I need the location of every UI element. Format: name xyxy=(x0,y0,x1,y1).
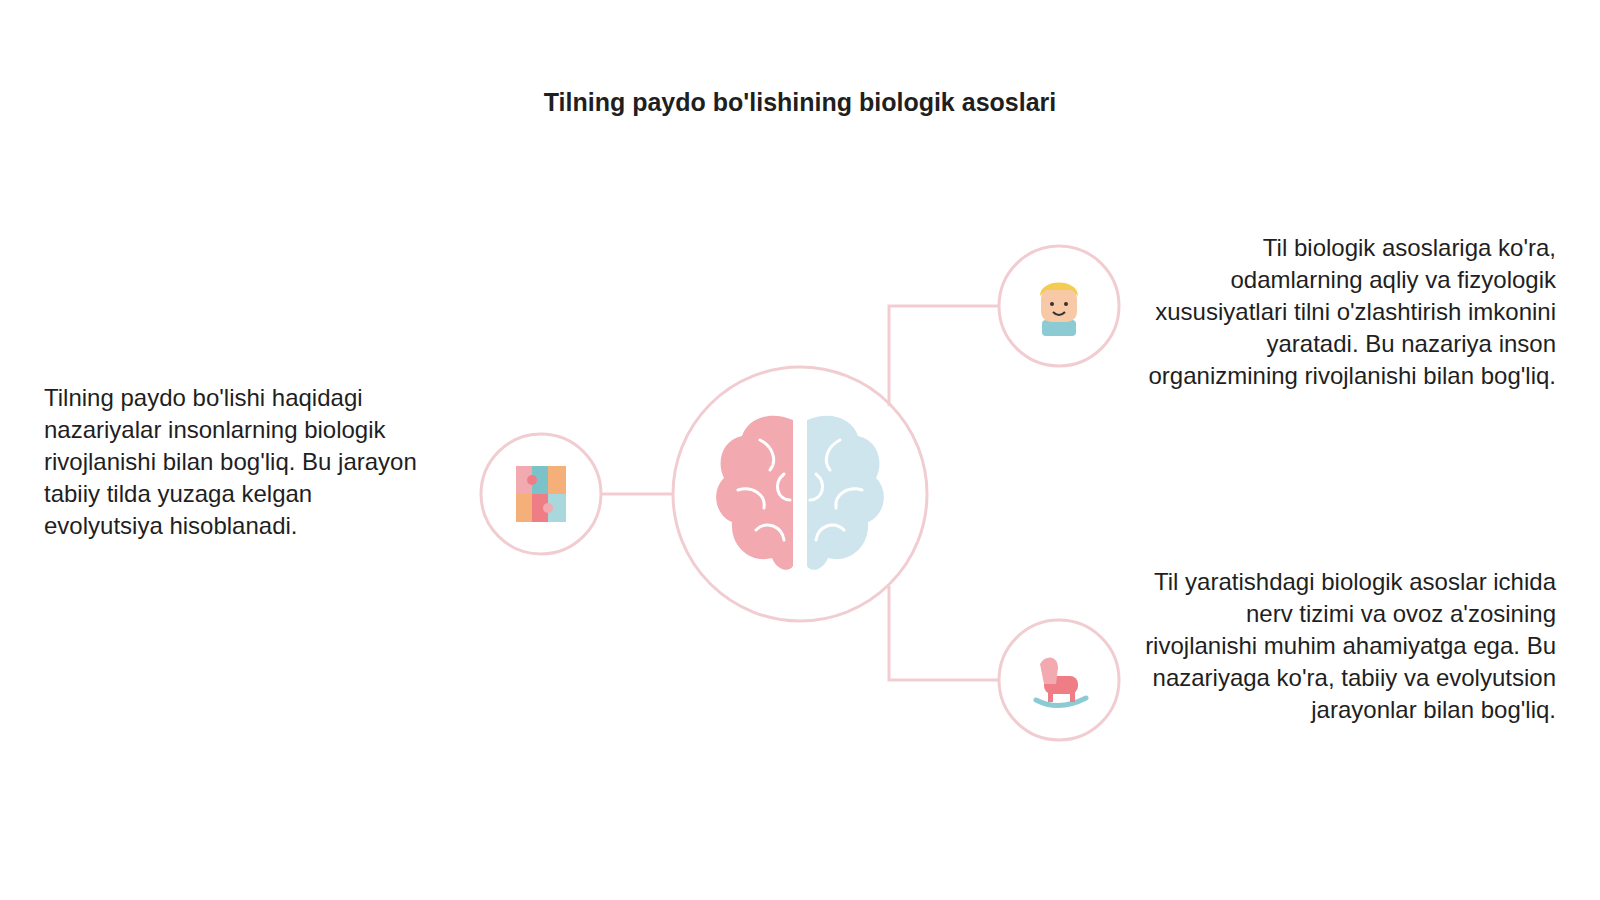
brain-icon xyxy=(716,416,884,570)
description-text: Til yaratishdagi biologik asoslar ichida… xyxy=(1130,566,1556,726)
leader-line xyxy=(889,586,999,680)
icon-circle xyxy=(999,620,1119,740)
description-text: Tilning paydo bo'lishi haqidagi nazariya… xyxy=(44,382,424,542)
description-text: Til biologik asoslariga ko'ra, odamlarni… xyxy=(1130,232,1556,392)
diagram-title: Tilning paydo bo'lishining biologik asos… xyxy=(200,88,1400,117)
puzzle-icon xyxy=(516,466,566,522)
icon-circle xyxy=(999,246,1119,366)
center-circle xyxy=(673,367,927,621)
leader-line xyxy=(889,306,999,406)
child-icon xyxy=(1040,283,1078,337)
leader-line xyxy=(602,493,672,496)
rocking-horse-icon xyxy=(1036,658,1086,706)
icon-circle xyxy=(481,434,601,554)
